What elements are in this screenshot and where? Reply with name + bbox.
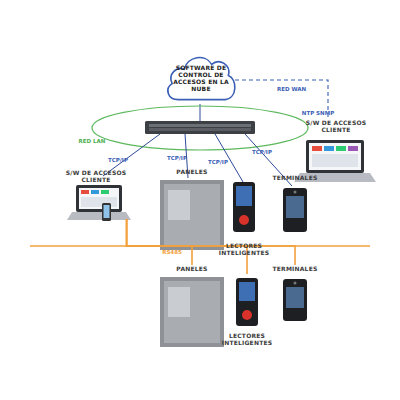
bus-connector (127, 219, 295, 265)
uplink-wire (200, 104, 201, 123)
node-label: TERMINALES (273, 265, 318, 272)
bus-connector (127, 219, 192, 265)
terminal-screen (286, 196, 304, 218)
protocol-label: TCP/IP (208, 159, 228, 165)
ui-panel (81, 197, 117, 207)
network-switch (145, 121, 255, 134)
ui-tile (312, 146, 322, 151)
reader-screen (236, 186, 252, 206)
terminal-camera (294, 282, 297, 285)
ui-tile (336, 146, 346, 151)
laptop-screen (306, 140, 364, 173)
device-node: PANELES (156, 168, 228, 252)
access-terminal (283, 188, 307, 232)
node-label: S/W DE ACCESOS CLIENTE (292, 119, 380, 133)
access-terminal (283, 279, 307, 321)
panel-board (168, 190, 190, 220)
panel-door (164, 184, 220, 246)
node-label: PANELES (176, 168, 207, 175)
ui-tile (348, 146, 358, 151)
device-node: TERMINALES (276, 265, 314, 323)
tcpip-wire (215, 134, 243, 182)
switch-ports (149, 124, 251, 127)
protocol-label: TCP/IP (167, 155, 187, 161)
protocol-label: TCP/IP (108, 157, 128, 163)
ui-tile (101, 190, 109, 194)
protocol-label: TCP/IP (252, 149, 272, 155)
device-node: S/W DE ACCESOS CLIENTE (62, 169, 130, 223)
node-label: SOFTWARE DE CONTROL DE ACCESOS EN LA NUB… (163, 64, 239, 92)
ui-tile (81, 190, 89, 194)
laptop-display (79, 188, 119, 209)
device-node: LECTORES INTELIGENTES (228, 274, 266, 346)
ui-tile (91, 190, 99, 194)
control-panel (160, 277, 224, 347)
node-label: PANELES (176, 265, 207, 272)
reader-sensor (242, 310, 252, 320)
protocol-label: NTP SNMP (302, 110, 334, 116)
laptop-screen (76, 185, 122, 212)
device-node: LECTORES INTELIGENTES (226, 178, 262, 256)
ui-panel (312, 154, 358, 167)
laptop-display (309, 143, 361, 170)
node-label: LECTORES INTELIGENTES (219, 242, 269, 256)
smart-reader (236, 278, 258, 326)
node-label: LECTORES INTELIGENTES (222, 332, 272, 346)
smartphone (102, 203, 111, 221)
reader-screen (239, 282, 255, 301)
laptop-base (67, 212, 131, 220)
reader-sensor (239, 215, 249, 225)
terminal-camera (294, 191, 297, 194)
bus-label: RS485 (162, 249, 182, 255)
switch-ports (149, 128, 251, 131)
panel-door (164, 281, 220, 343)
node-label: S/W DE ACCESOS CLIENTE (62, 169, 130, 183)
lan-ring (92, 106, 308, 150)
device-node: PANELES (156, 265, 228, 349)
smartphone-screen (104, 205, 110, 218)
control-panel (160, 180, 224, 250)
ui-tile (324, 146, 334, 151)
device-node: TERMINALES (276, 174, 314, 234)
bus-connector (127, 219, 247, 274)
node-label: TERMINALES (273, 174, 318, 181)
cloud-node: SOFTWARE DE CONTROL DE ACCESOS EN LA NUB… (163, 50, 239, 106)
panel-board (168, 287, 190, 317)
network-label: RED LAN (79, 138, 106, 144)
connector-label: RED WAN (277, 86, 306, 92)
smart-reader (233, 182, 255, 232)
terminal-screen (286, 287, 304, 308)
